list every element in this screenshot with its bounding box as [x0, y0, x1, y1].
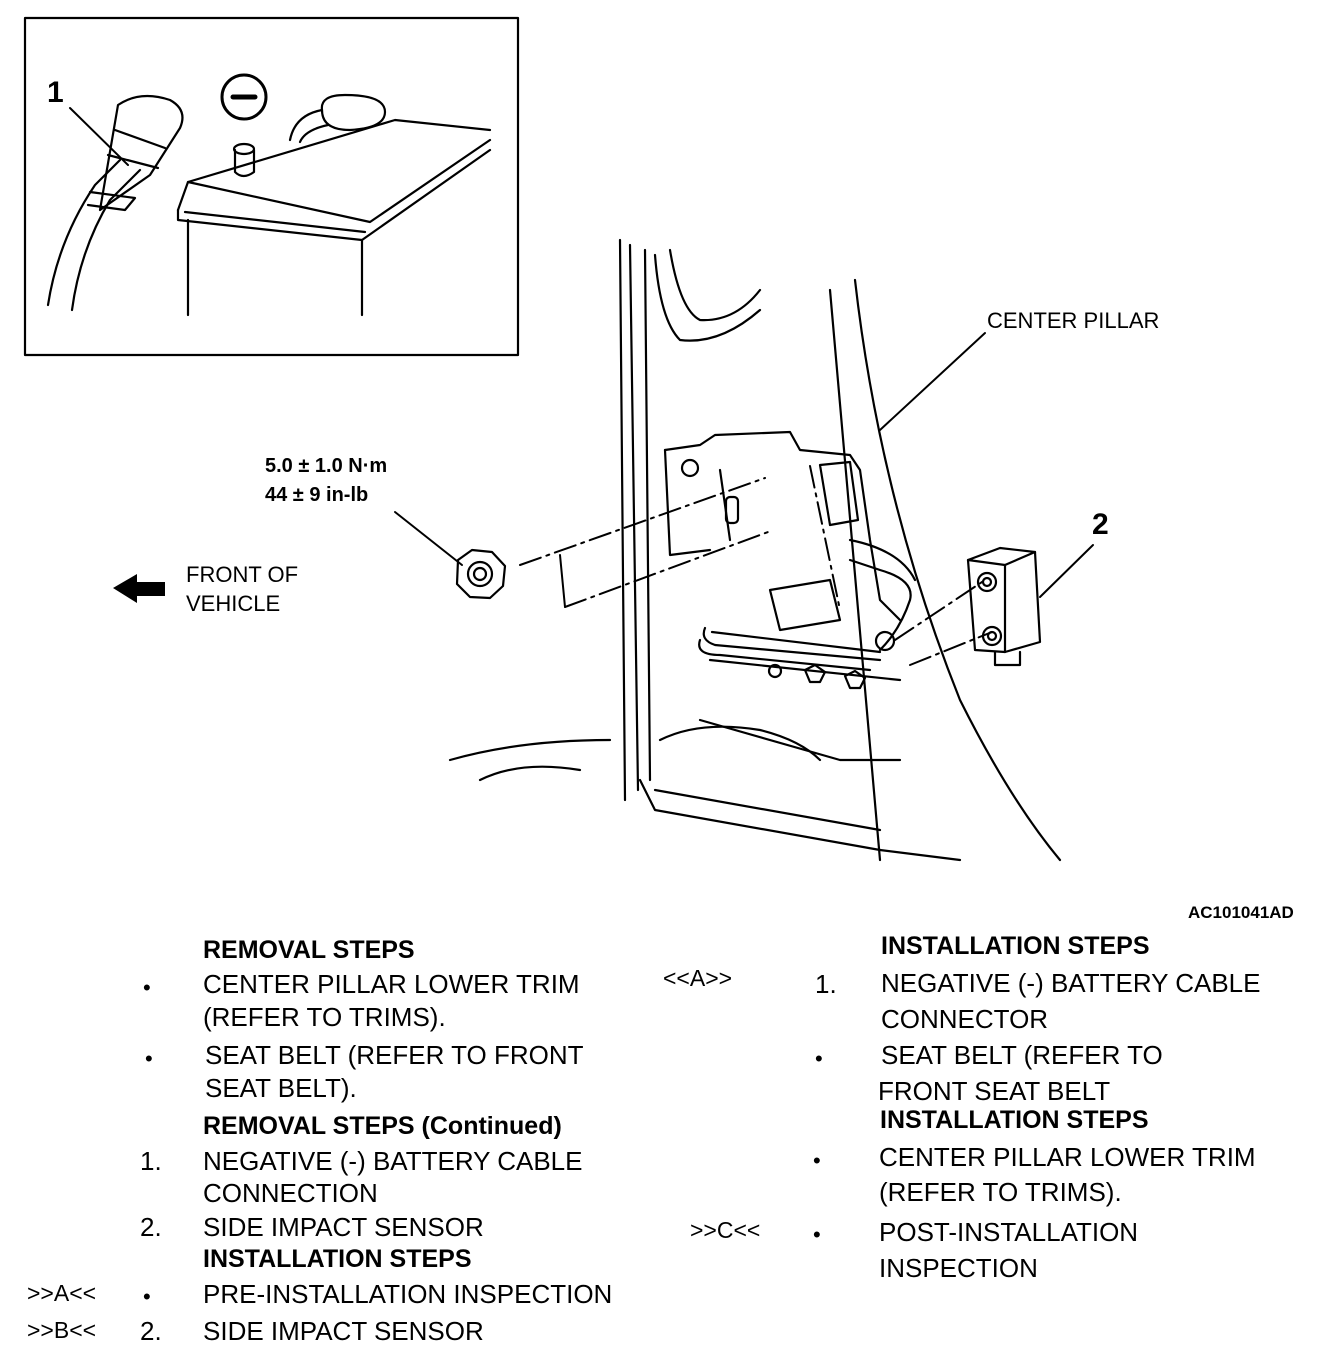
installation-step-text: INSPECTION	[879, 1253, 1038, 1283]
callout-2: 2	[1092, 508, 1109, 541]
procedure-mark: <<A>>	[663, 965, 733, 991]
center-pillar-label: CENTER PILLAR	[987, 308, 1160, 333]
removal-steps-header: REMOVAL STEPS	[203, 936, 415, 964]
front-label-line2: VEHICLE	[186, 591, 281, 616]
figure-code: AC101041AD	[1188, 903, 1294, 922]
step-number: 1.	[140, 1146, 162, 1176]
removal-step-text: SEAT BELT).	[205, 1073, 357, 1103]
bullet: •	[145, 1046, 153, 1071]
removal-step-text: SEAT BELT (REFER TO FRONT	[205, 1040, 584, 1070]
bracket-hole	[680, 458, 700, 478]
callout-leader-1	[69, 107, 129, 166]
installation-step-text: FRONT SEAT BELT	[878, 1076, 1111, 1106]
installation-step-text: POST-INSTALLATION	[879, 1217, 1139, 1247]
torque-inlb: 44 ± 9 in-lb	[265, 484, 369, 506]
arrow-left-icon	[113, 574, 165, 603]
torque-leader	[394, 511, 463, 566]
step-number: 2.	[140, 1212, 162, 1242]
step-number: 2.	[140, 1316, 162, 1346]
installation-step-text: NEGATIVE (-) BATTERY CABLE	[881, 968, 1261, 998]
negative-terminal-icon	[220, 73, 268, 121]
bullet: •	[143, 1284, 151, 1309]
bracket-hole	[843, 669, 867, 690]
procedure-mark: >>B<<	[27, 1317, 97, 1343]
guide-line	[559, 554, 566, 608]
bracket-hole	[803, 663, 827, 684]
callout-1: 1	[47, 76, 64, 109]
procedure-mark: >>A<<	[27, 1280, 97, 1306]
front-label-line1: FRONT OF	[186, 562, 299, 587]
sensor-bracket	[663, 430, 917, 682]
installation-steps-header: INSTALLATION STEPS	[881, 932, 1150, 960]
removal-step-text: (REFER TO TRIMS).	[203, 1002, 446, 1032]
installation-step-text: CENTER PILLAR LOWER TRIM	[879, 1142, 1256, 1172]
installation-step-text: SEAT BELT (REFER TO	[881, 1040, 1163, 1070]
callout-leader-2	[1039, 544, 1094, 598]
sensor-icon	[966, 546, 1042, 667]
removal-step-text: NEGATIVE (-) BATTERY CABLE	[203, 1146, 583, 1176]
removal-step-text: CONNECTION	[203, 1178, 378, 1208]
bracket-hole	[767, 663, 783, 679]
bullet: •	[813, 1148, 821, 1173]
bullet: •	[813, 1222, 821, 1247]
center-lines	[519, 465, 993, 666]
battery-post-icon	[232, 142, 256, 178]
terminal-cap-icon	[288, 93, 387, 144]
installation-step-text: PRE-INSTALLATION INSPECTION	[203, 1279, 613, 1309]
negative-cable-icon	[46, 94, 184, 312]
removal-step-text: CENTER PILLAR LOWER TRIM	[203, 969, 580, 999]
torque-nm: 5.0 ± 1.0 N·m	[265, 455, 388, 477]
removal-steps-continued-header: REMOVAL STEPS (Continued)	[203, 1112, 562, 1140]
installation-steps-header-2: INSTALLATION STEPS	[880, 1106, 1149, 1134]
installation-step-text: SIDE IMPACT SENSOR	[203, 1316, 484, 1346]
bracket-hole	[874, 630, 896, 652]
installation-steps-header: INSTALLATION STEPS	[203, 1245, 472, 1273]
installation-step-text: CONNECTOR	[881, 1004, 1049, 1034]
procedure-mark: >>C<<	[690, 1217, 761, 1243]
step-number: 1.	[815, 969, 837, 999]
battery-icon	[176, 118, 492, 317]
installation-step-text: (REFER TO TRIMS).	[879, 1177, 1122, 1207]
nut-icon	[455, 548, 507, 600]
bullet: •	[815, 1046, 823, 1071]
removal-step-text: SIDE IMPACT SENSOR	[203, 1212, 484, 1242]
bullet: •	[143, 975, 151, 1000]
center-pillar-structure	[448, 238, 1062, 862]
inset-frame	[23, 16, 520, 357]
center-pillar-leader	[879, 332, 986, 431]
